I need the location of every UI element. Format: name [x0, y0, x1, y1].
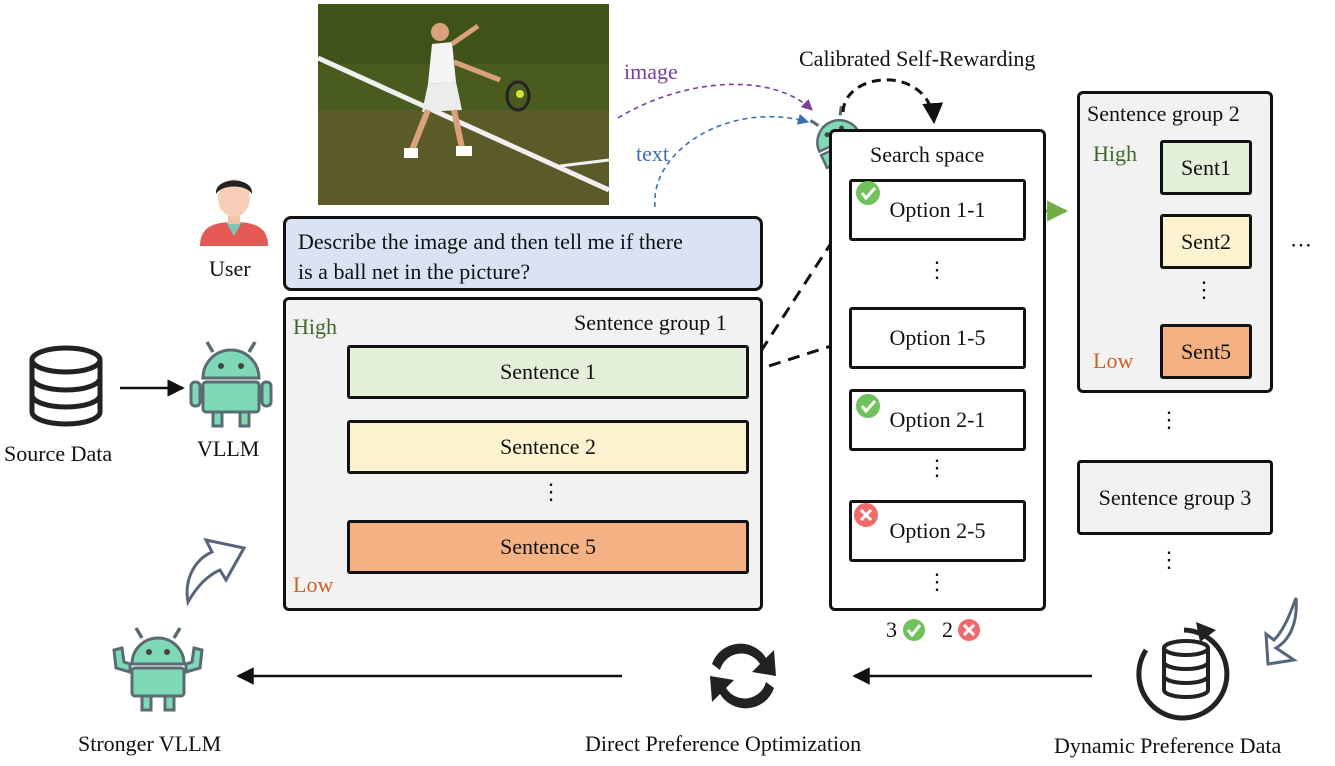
sent2-box: Sent2	[1160, 214, 1252, 269]
user-prompt-box: Describe the image and then tell me if t…	[283, 216, 763, 291]
calibrated-self-rewarding-label: Calibrated Self-Rewarding	[799, 46, 1036, 71]
dynamic-preference-data-label: Dynamic Preference Data	[1054, 733, 1282, 758]
user-avatar-icon	[200, 179, 268, 246]
groups-vdots-2: ⋮	[1158, 547, 1180, 572]
dynamic-database-icon	[1136, 622, 1230, 721]
sentence-group-2-title: Sentence group 2	[1087, 101, 1240, 126]
sent1-box: Sent1	[1160, 140, 1252, 195]
sentence-group-1-title: Sentence group 1	[574, 310, 727, 335]
option-1-1: Option 1-1	[849, 179, 1026, 241]
group1-high-label: High	[293, 314, 337, 339]
stronger-vllm-android-icon	[112, 627, 204, 712]
sentence-2-box: Sentence 2	[347, 420, 749, 474]
vllm-label: VLLM	[197, 436, 260, 461]
stronger-vllm-label: Stronger VLLM	[78, 731, 222, 756]
database-icon	[29, 345, 103, 427]
source-data-label: Source Data	[4, 441, 113, 466]
option-1-5: Option 1-5	[849, 307, 1026, 369]
user-label: User	[209, 256, 251, 281]
image-arrow-label: image	[624, 59, 678, 84]
prompt-line-1: Describe the image and then tell me if t…	[298, 229, 683, 254]
tennis-photo	[316, 4, 611, 205]
search-vdots-3: ⋮	[926, 569, 948, 594]
curved-up-arrow-icon	[185, 537, 247, 607]
option-2-5: Option 2-5	[849, 500, 1026, 562]
search-vdots-2: ⋮	[926, 455, 948, 480]
sentence-1-box: Sentence 1	[347, 345, 749, 399]
group1-vdots: ⋮	[540, 479, 562, 504]
curved-down-arrow-icon	[1264, 597, 1299, 666]
correct-count: 3	[886, 617, 897, 642]
group2-low-label: Low	[1093, 348, 1134, 373]
group2-high-label: High	[1093, 141, 1137, 166]
search-space-title: Search space	[870, 142, 985, 167]
more-groups-ellipsis: ⋯	[1290, 232, 1312, 257]
option-2-1: Option 2-1	[849, 389, 1026, 451]
prompt-line-2: is a ball net in the picture?	[298, 259, 531, 284]
vllm-android-icon	[189, 341, 273, 428]
sentence-5-box: Sentence 5	[347, 520, 749, 574]
group2-vdots: ⋮	[1193, 277, 1215, 302]
groups-vdots-1: ⋮	[1158, 407, 1180, 432]
sentence-group-3: Sentence group 3	[1077, 460, 1273, 535]
wrong-count: 2	[942, 617, 953, 642]
sent5-box: Sent5	[1160, 324, 1252, 379]
dpo-label: Direct Preference Optimization	[585, 731, 862, 756]
group1-low-label: Low	[293, 572, 334, 597]
search-vdots-1: ⋮	[926, 257, 948, 282]
refresh-icon	[710, 643, 776, 709]
text-arrow-label: text	[636, 141, 669, 166]
